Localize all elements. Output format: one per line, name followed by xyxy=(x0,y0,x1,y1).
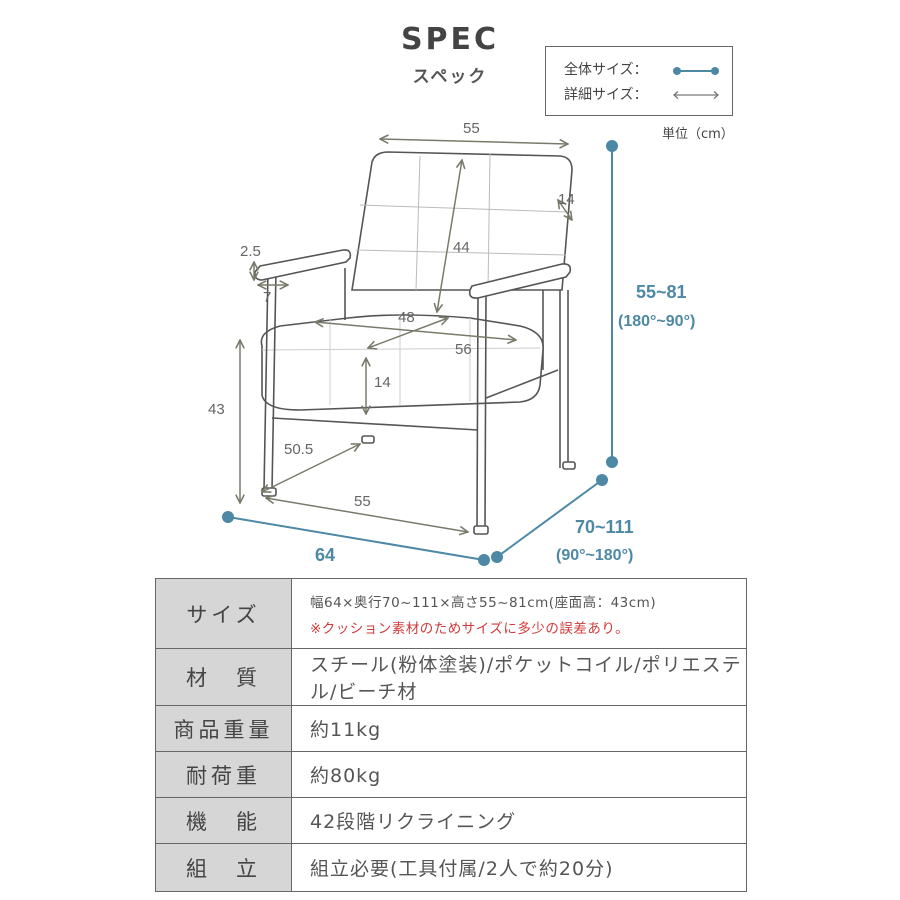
spec-value: 42段階リクライニング xyxy=(291,797,747,844)
total-depth: 70~111 xyxy=(575,517,634,537)
chair-dimension-drawing: 55 14 44 2.5 7 48 56 14 43 50.5 55 55~81… xyxy=(208,120,695,566)
dim-armrest-width: 7 xyxy=(263,289,271,306)
spec-label: 商品重量 xyxy=(155,705,292,752)
spec-row-material: 材 質 スチール(粉体塗装)/ポケットコイル/ポリエステル/ビーチ材 xyxy=(155,648,747,706)
dim-seat-width: 48 xyxy=(398,309,415,326)
spec-label: 材 質 xyxy=(155,648,292,706)
spec-row-load: 耐荷重 約80kg xyxy=(155,751,747,798)
spec-label: 耐荷重 xyxy=(155,751,292,798)
overall-lines xyxy=(222,140,618,566)
spec-value: 組立必要(工具付属/2人で約20分) xyxy=(291,843,747,892)
spec-row-size: サイズ 幅64×奥行70~111×高さ55~81cm(座面高：43cm) ※クッ… xyxy=(155,578,747,649)
total-width: 64 xyxy=(315,545,335,565)
dim-cushion-thickness: 14 xyxy=(374,374,391,391)
dim-leg-span-width: 55 xyxy=(354,493,371,510)
spec-row-function: 機 能 42段階リクライニング xyxy=(155,797,747,844)
dim-seat-height: 43 xyxy=(208,401,225,418)
total-height-angle: (180°~90°) xyxy=(618,313,695,330)
spec-value: スチール(粉体塗装)/ポケットコイル/ポリエステル/ビーチ材 xyxy=(291,648,747,706)
detail-arrows xyxy=(240,139,572,532)
total-depth-angle: (90°~180°) xyxy=(556,547,633,564)
spec-label: 組 立 xyxy=(155,843,292,892)
dim-back-height: 44 xyxy=(453,239,470,256)
spec-label: 機 能 xyxy=(155,797,292,844)
spec-row-weight: 商品重量 約11kg xyxy=(155,705,747,752)
legend-overall-label: 全体サイズ： xyxy=(564,62,648,78)
spec-label: サイズ xyxy=(155,578,292,649)
detail-size-arrow-icon xyxy=(673,91,719,99)
spec-note: ※クッション素材のためサイズに多少の誤差あり。 xyxy=(310,620,630,637)
spec-table: サイズ 幅64×奥行70~111×高さ55~81cm(座面高：43cm) ※クッ… xyxy=(155,578,747,892)
dim-seat-depth: 56 xyxy=(455,341,472,358)
spec-value: 約11kg xyxy=(291,705,747,752)
size-legend: 全体サイズ： 詳細サイズ： xyxy=(545,46,733,116)
overall-size-line-icon xyxy=(673,67,719,75)
legend-detail-label: 詳細サイズ： xyxy=(564,87,648,103)
total-height: 55~81 xyxy=(636,282,687,302)
dim-back-width: 55 xyxy=(463,120,480,137)
unit-label: 単位（cm） xyxy=(662,127,734,142)
dim-armrest-thickness: 2.5 xyxy=(240,243,261,260)
spec-value: 幅64×奥行70~111×高さ55~81cm(座面高：43cm) xyxy=(310,594,657,611)
page-title: SPEC xyxy=(400,22,500,57)
spec-value-cell: 幅64×奥行70~111×高さ55~81cm(座面高：43cm) ※クッション素… xyxy=(291,578,747,649)
spec-value: 約80kg xyxy=(291,751,747,798)
dim-leg-span-depth: 50.5 xyxy=(284,441,313,458)
chair-illustration xyxy=(254,151,576,535)
page-subtitle: スペック xyxy=(412,67,488,87)
dim-back-thickness: 14 xyxy=(558,191,575,208)
spec-row-assembly: 組 立 組立必要(工具付属/2人で約20分) xyxy=(155,843,747,892)
